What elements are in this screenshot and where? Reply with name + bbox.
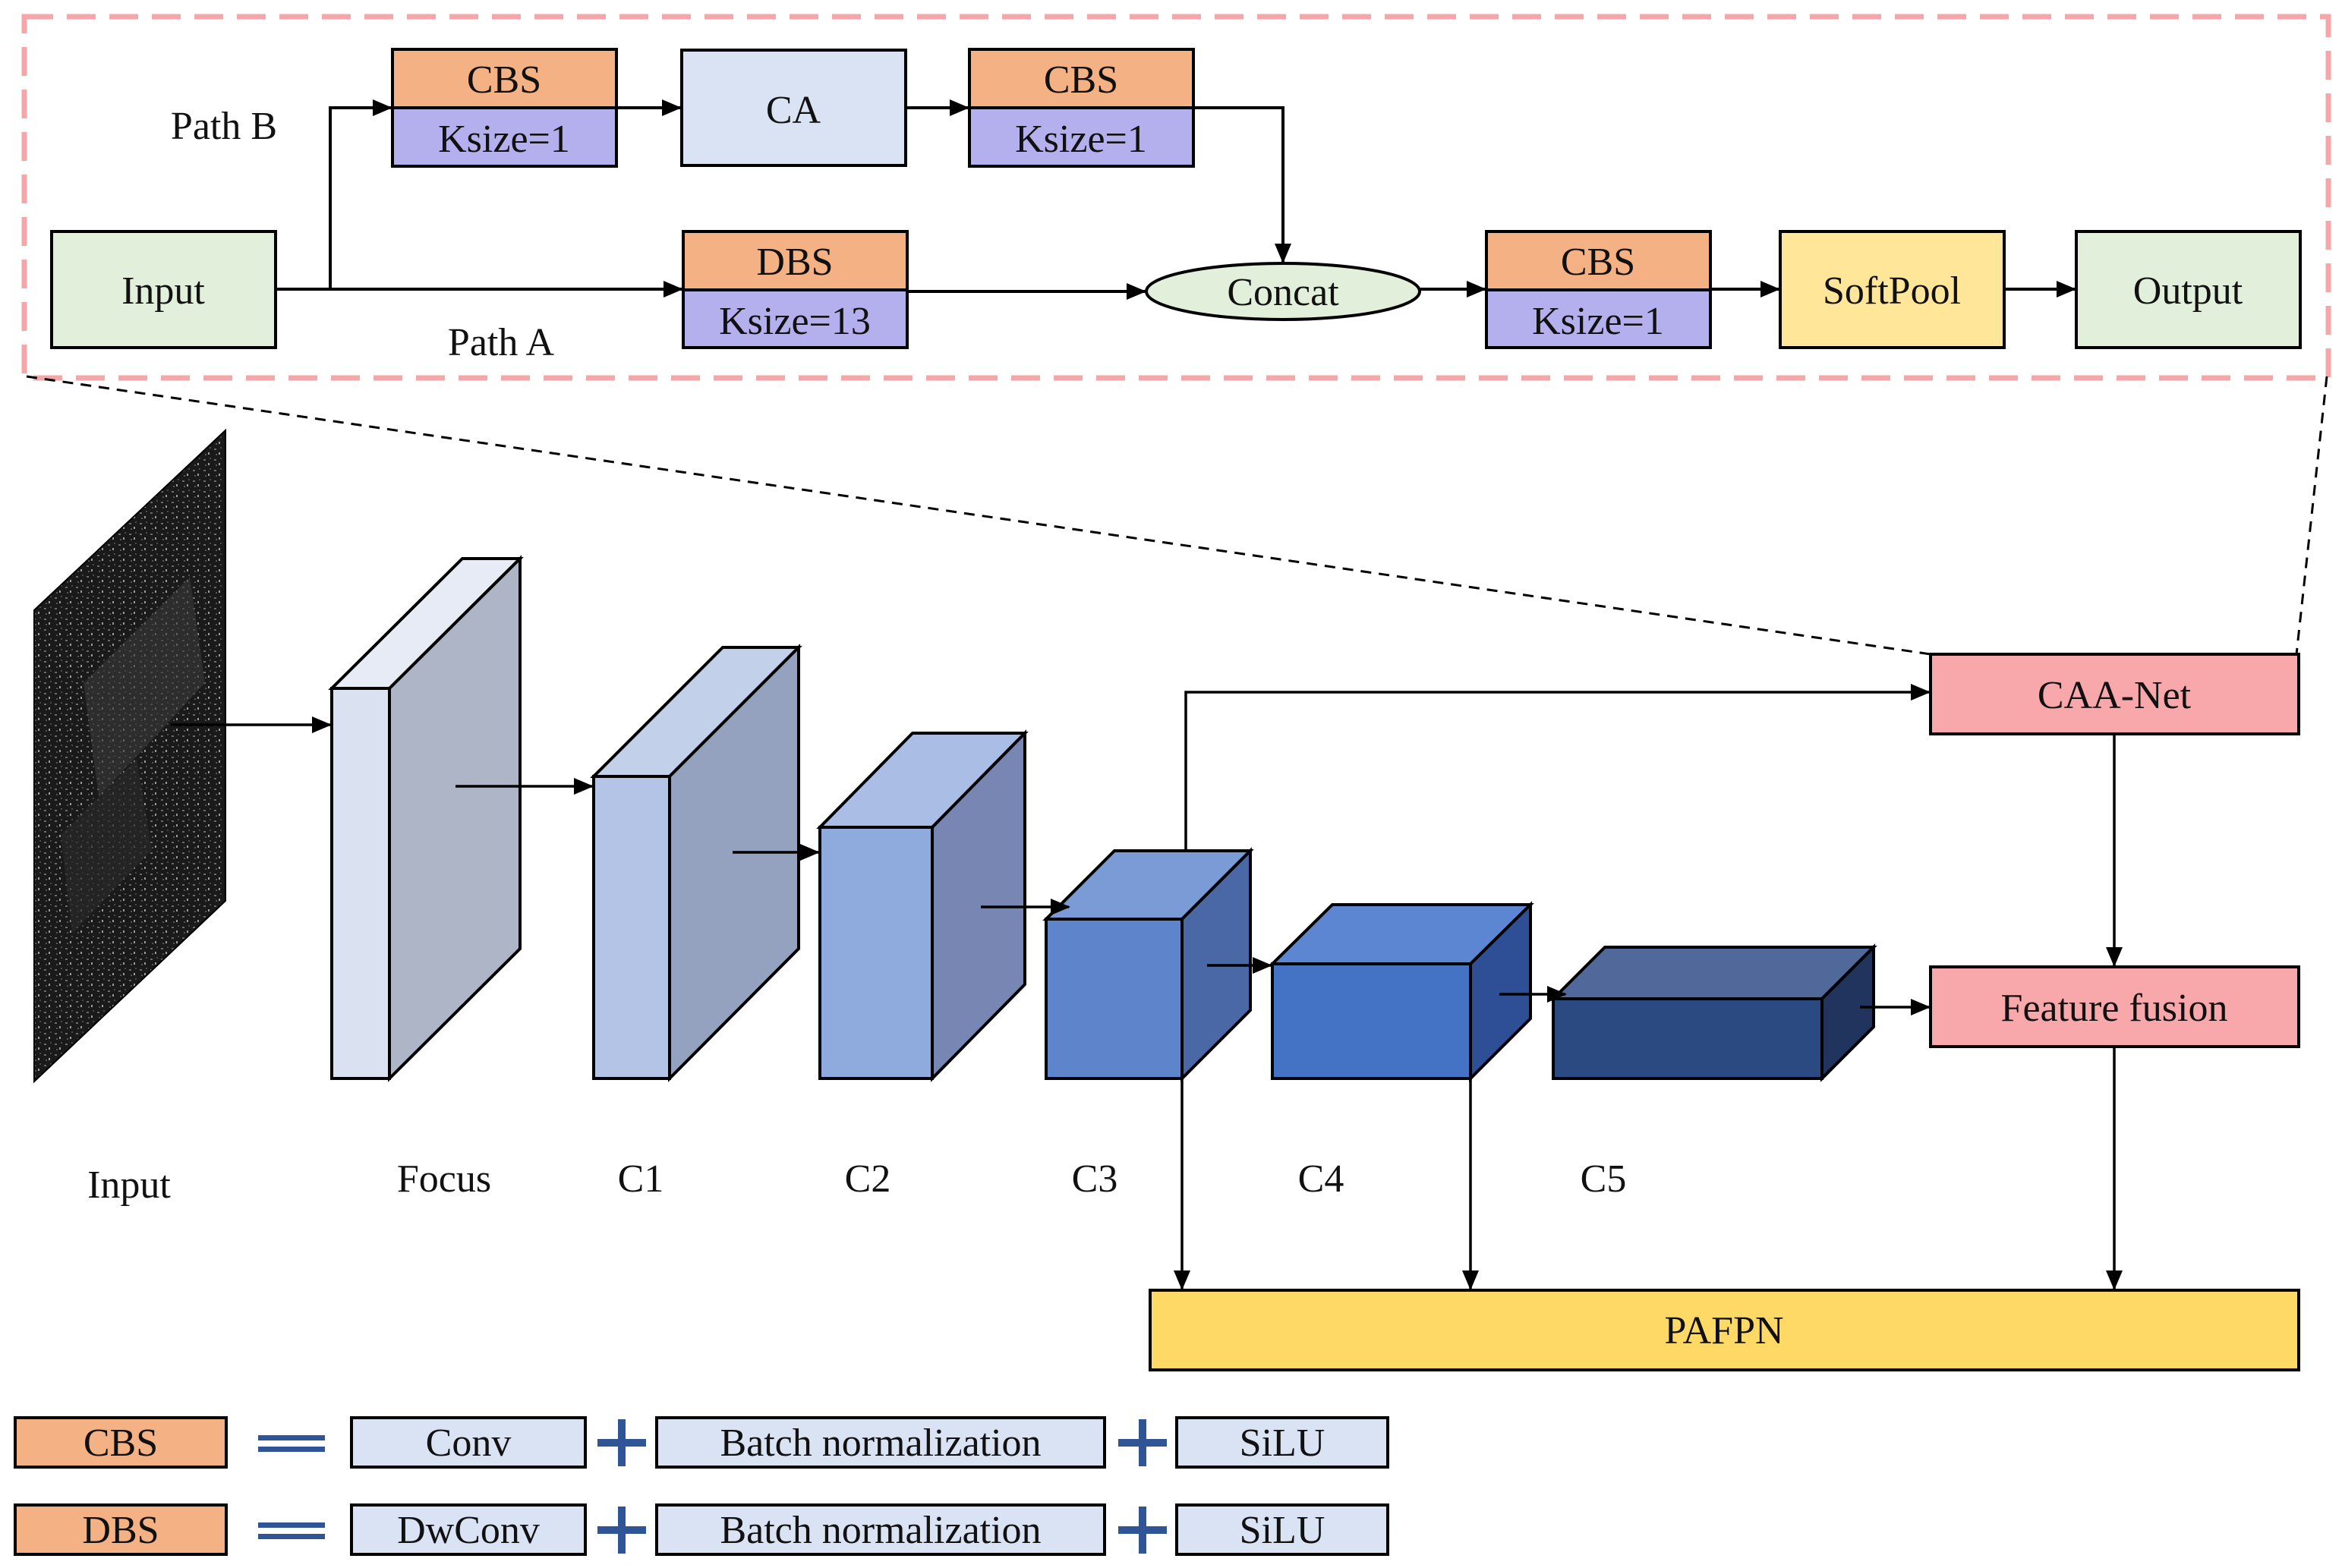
module-dashed-border (21, 14, 2331, 381)
legend-dbs-act: SiLU (1240, 1509, 1325, 1552)
legend-dbs-row: DBS DwConv Batch normalization SiLU (14, 1503, 1389, 1556)
module-cbs1-block: CBS Ksize=1 (391, 48, 618, 168)
legend-dbs-bn: Batch normalization (720, 1509, 1041, 1552)
legend-cbs-name: CBS (84, 1422, 158, 1465)
cbs2-label: CBS (1044, 58, 1118, 102)
arrow-cbs2-to-concat (1193, 106, 1291, 263)
module-ca-block: CA (680, 49, 907, 167)
module-input-block: Input (50, 230, 277, 349)
equals-icon (258, 1435, 325, 1452)
module-arrows (276, 99, 2076, 300)
softpool-label: SoftPool (1823, 269, 1961, 313)
feature-fusion-label: Feature fusion (2001, 987, 2228, 1030)
path-b-label: Path B (171, 105, 277, 148)
caa-net-block: CAA-Net (1929, 653, 2300, 735)
module-input-label: Input (121, 269, 205, 313)
module-dbs-block: DBS Ksize=13 (682, 230, 909, 349)
cbs3-ksize: Ksize=1 (1532, 300, 1664, 343)
concat-label: Concat (1227, 271, 1339, 314)
plus-icon (597, 1507, 646, 1554)
legend-cbs-act: SiLU (1240, 1422, 1325, 1465)
focus-block (328, 555, 524, 1082)
arrow-input-to-cbs1 (329, 99, 392, 289)
c5-label: C5 (1581, 1157, 1627, 1201)
c2-label: C2 (845, 1157, 891, 1201)
arrow-c3-to-caa-net (1184, 684, 1931, 851)
c4-block (1269, 901, 1534, 1082)
input-sar-image (33, 428, 226, 1084)
cbs2-ksize: Ksize=1 (1015, 118, 1147, 161)
legend-dbs-name: DBS (82, 1509, 159, 1552)
focus-label: Focus (397, 1157, 491, 1201)
c2-block (816, 729, 1029, 1082)
legend-cbs-bn: Batch normalization (720, 1422, 1041, 1465)
cbs3-label: CBS (1561, 241, 1635, 284)
pafpn-label: PAFPN (1664, 1309, 1783, 1352)
dbs-ksize: Ksize=13 (719, 300, 871, 343)
c1-block (590, 644, 802, 1082)
module-concat-node: Concat (1145, 262, 1421, 321)
ca-label: CA (766, 89, 821, 132)
legend-dbs-conv: DwConv (397, 1509, 540, 1552)
plus-icon (1118, 1419, 1167, 1466)
module-output-block: Output (2075, 230, 2302, 349)
c5-block (1549, 943, 1877, 1082)
module-output-label: Output (2133, 269, 2243, 313)
legend-cbs-conv: Conv (426, 1422, 512, 1465)
cbs1-ksize: Ksize=1 (438, 118, 570, 161)
equals-icon (258, 1522, 325, 1539)
dbs-label: DBS (756, 241, 833, 284)
plus-icon (1118, 1507, 1167, 1554)
backbone-arrows (171, 684, 2123, 1290)
pafpn-block: PAFPN (1149, 1289, 2300, 1371)
legend-cbs-row: CBS Conv Batch normalization SiLU (14, 1416, 1389, 1469)
c3-block (1042, 847, 1254, 1082)
caa-net-label: CAA-Net (2038, 674, 2192, 717)
plus-icon (597, 1419, 646, 1466)
module-cbs3-block: CBS Ksize=1 (1485, 230, 1712, 349)
path-a-label: Path A (448, 321, 555, 364)
backbone-input-label: Input (87, 1163, 171, 1207)
c4-label: C4 (1298, 1157, 1344, 1201)
cbs1-label: CBS (467, 58, 541, 102)
zoom-line-left (26, 375, 1931, 656)
c1-label: C1 (618, 1157, 664, 1201)
zoom-line-right (2295, 376, 2328, 655)
module-softpool-block: SoftPool (1779, 230, 2006, 349)
feature-fusion-block: Feature fusion (1929, 965, 2300, 1048)
module-cbs2-block: CBS Ksize=1 (968, 48, 1195, 168)
c3-label: C3 (1072, 1157, 1118, 1201)
